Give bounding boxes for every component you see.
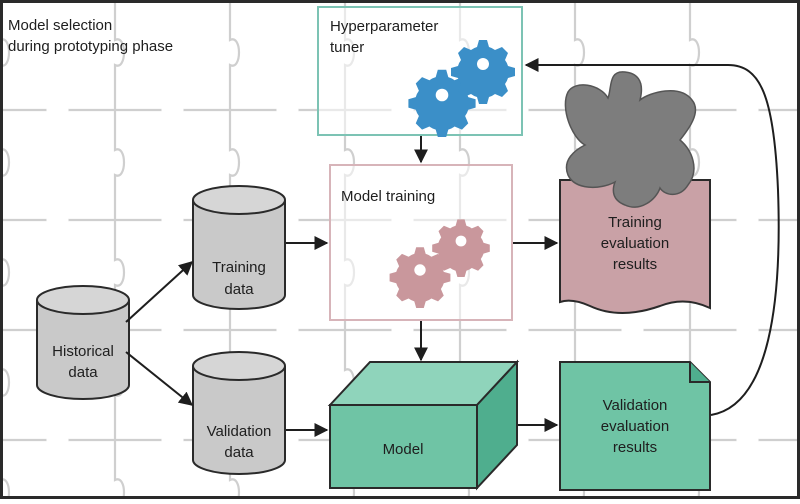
training-data-label-line2: data [224,281,254,298]
gear-pink-small-icon [432,219,490,277]
training-results-document: Training evaluation results [559,71,711,314]
model-label: Model [383,441,424,458]
training-data-cylinder: Training data [192,185,286,310]
validation-results-label-line1: Validation [603,397,668,414]
gear-blue-small-icon [451,40,515,104]
validation-data-cylinder: Validation data [192,351,286,475]
validation-data-label-line2: data [224,444,254,461]
training-results-label-line2: evaluation [601,235,669,252]
arrow-historical-to-validation [125,351,194,406]
diagram-title-line1: Model selection [8,17,112,34]
diagram-title-line2: during prototyping phase [8,38,173,55]
training-data-label-line1: Training [212,259,266,276]
historical-data-label-line1: Historical [52,343,114,360]
validation-results-label-line2: evaluation [601,418,669,435]
hyperparameter-tuner-label-line1: Hyperparameter [330,18,438,35]
hyperparameter-tuner-label-line2: tuner [330,39,364,56]
gear-blue-large-icon [408,69,476,137]
training-results-label-line3: results [613,256,657,273]
arrow-historical-to-training [125,261,194,323]
arrow-validation-results-to-tuner [524,58,780,416]
validation-results-label-line3: results [613,439,657,456]
hyperparameter-tuner-box: Hyperparameter tuner [317,6,523,137]
validation-data-label-line1: Validation [207,423,272,440]
validation-results-document: Validation evaluation results [559,361,711,491]
arrows [125,58,780,437]
training-results-label-line1: Training [608,214,662,231]
historical-data-cylinder: Historical data [36,285,130,400]
historical-data-label-line2: data [68,364,98,381]
model-training-label: Model training [341,188,435,205]
gray-puzzle-piece-icon [564,71,697,208]
gear-pink-large-icon [389,247,451,308]
model-cube: Model [327,359,520,491]
model-training-box: Model training [329,164,513,321]
